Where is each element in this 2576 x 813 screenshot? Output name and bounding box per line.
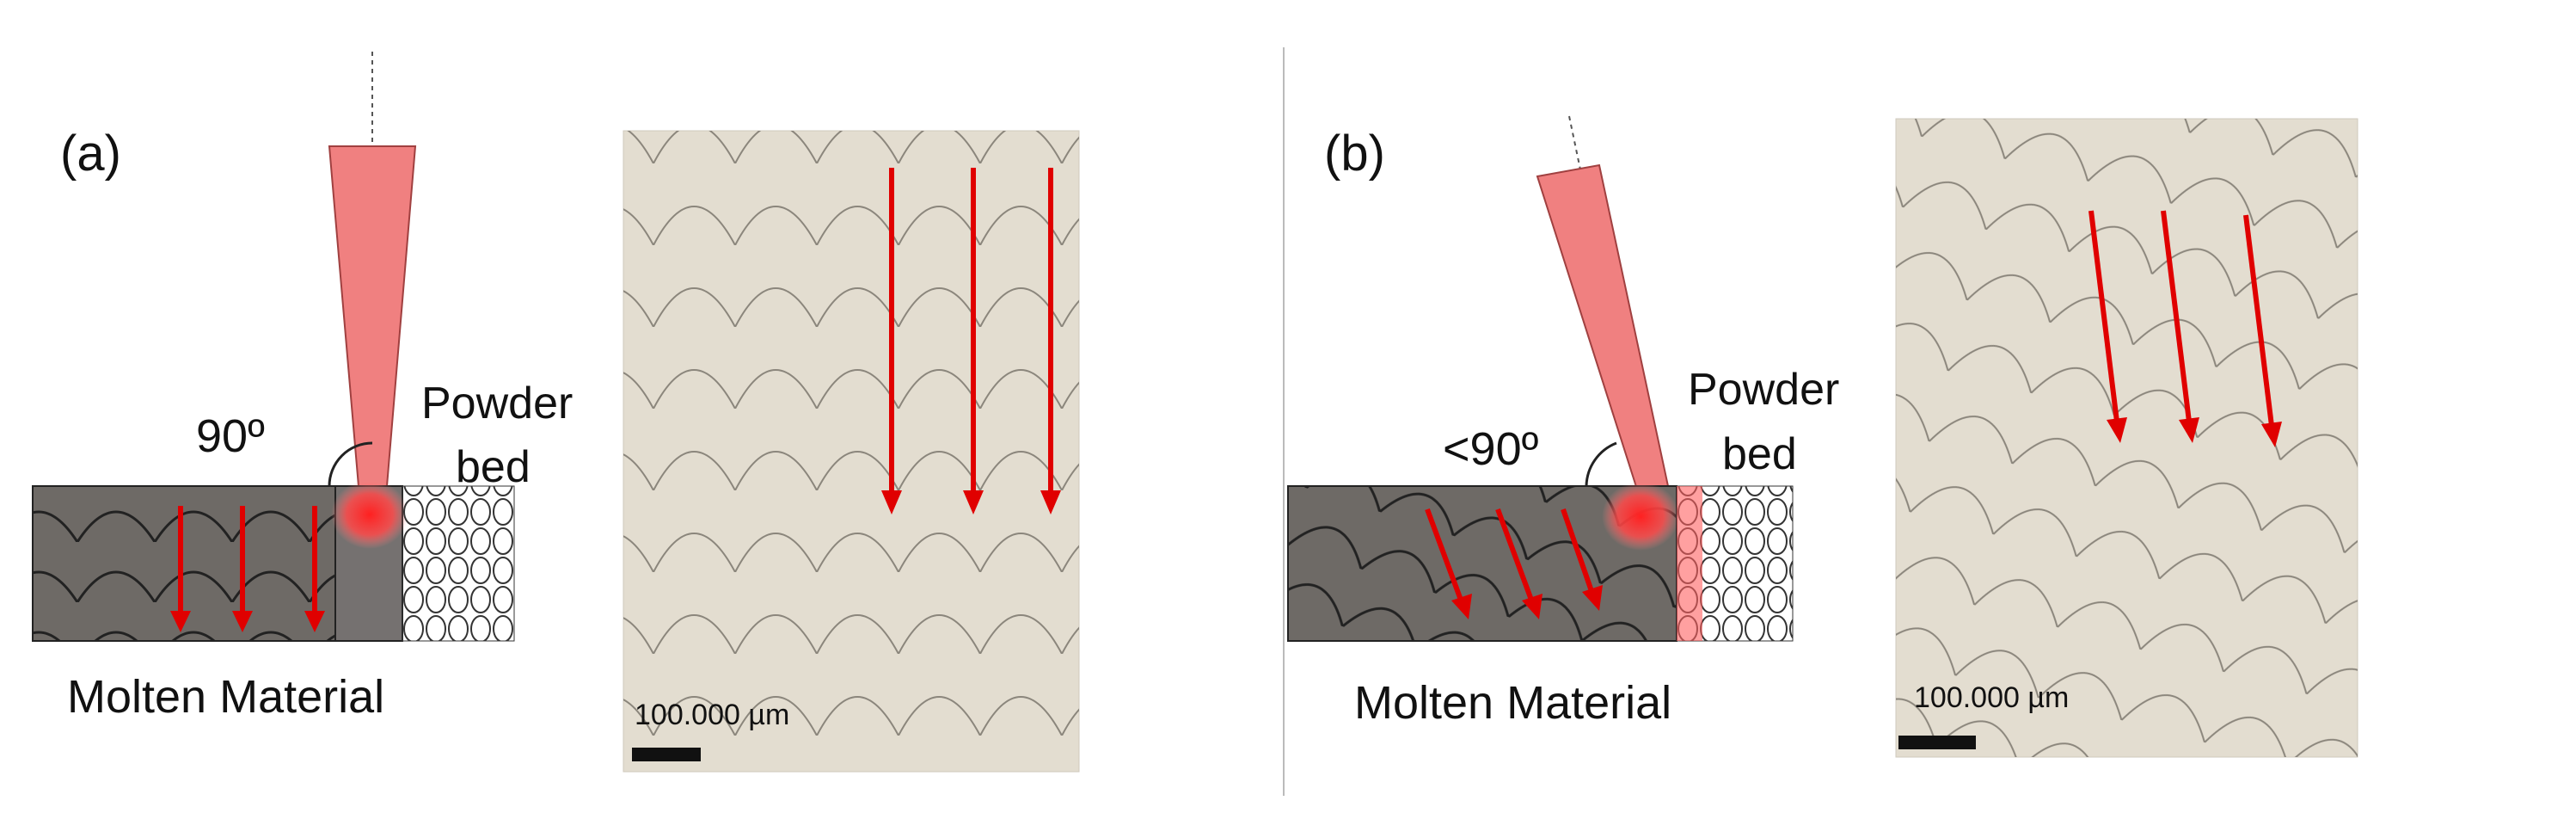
growth-arrow-head: [232, 611, 253, 632]
growth-arrow-icon: [1425, 508, 1464, 604]
growth-arrows-b: [1425, 508, 1603, 619]
panel-a-label: (a): [60, 126, 121, 182]
scale-label-a: 100.000 µm: [635, 699, 789, 731]
growth-arrow-head: [2107, 417, 2127, 443]
growth-arrow-head: [1040, 490, 1061, 514]
laser-beam-icon: [1536, 163, 1670, 494]
scale-label-b: 100.000 µm: [1914, 681, 2069, 714]
growth-arrow-icon: [2161, 210, 2192, 422]
powder-label-a-line2: bed: [456, 442, 531, 492]
growth-arrow-icon: [1495, 508, 1535, 604]
angle-arc-icon: [328, 441, 373, 487]
growth-arrow-head: [963, 490, 984, 514]
laser-beam-icon: [328, 145, 417, 487]
panel-b-label: (b): [1324, 126, 1385, 182]
material-label-b: Molten Material: [1354, 677, 1671, 729]
micrograph-b-texture: [1896, 119, 2358, 757]
powder-heat-zone-b: [1677, 486, 1702, 641]
angle-label-a: 90º: [196, 410, 265, 462]
melt-hotspot-b: [1602, 482, 1679, 551]
growth-arrow-head: [1522, 594, 1543, 619]
growth-arrow-head: [304, 611, 325, 632]
growth-arrow-head: [881, 490, 902, 514]
growth-arrow-head: [2261, 422, 2282, 447]
angle-arc-icon: [1585, 441, 1617, 487]
material-label-a: Molten Material: [67, 671, 384, 723]
growth-arrow-icon: [1561, 508, 1595, 594]
scale-bar-b: [1898, 736, 1976, 749]
growth-arrow-icon: [2088, 210, 2119, 422]
growth-arrow-head: [2179, 417, 2199, 443]
panel-b: (b) <90º Powder bed Molten Material: [1287, 115, 2358, 758]
scale-bar-a: [632, 748, 701, 761]
micrograph-a-texture: [623, 131, 1079, 772]
powder-label-b-line2: bed: [1722, 429, 1797, 479]
panel-a: (a) 90º Powder bed Molten Material: [32, 52, 1080, 773]
melt-hotspot-a: [331, 480, 408, 549]
powder-bed-a: [402, 485, 515, 642]
growth-arrows-a: [170, 506, 325, 632]
growth-arrow-head: [1451, 594, 1472, 619]
powder-label-a-line1: Powder: [421, 379, 573, 428]
growth-arrow-icon: [2243, 214, 2274, 427]
powder-label-b-line1: Powder: [1688, 365, 1839, 415]
angle-label-b: <90º: [1443, 423, 1539, 475]
growth-arrow-head: [170, 611, 191, 632]
growth-arrow-head: [1582, 585, 1603, 611]
micrograph-b: 100.000 µm: [1895, 118, 2358, 758]
micrograph-a: 100.000 µm: [623, 130, 1080, 773]
